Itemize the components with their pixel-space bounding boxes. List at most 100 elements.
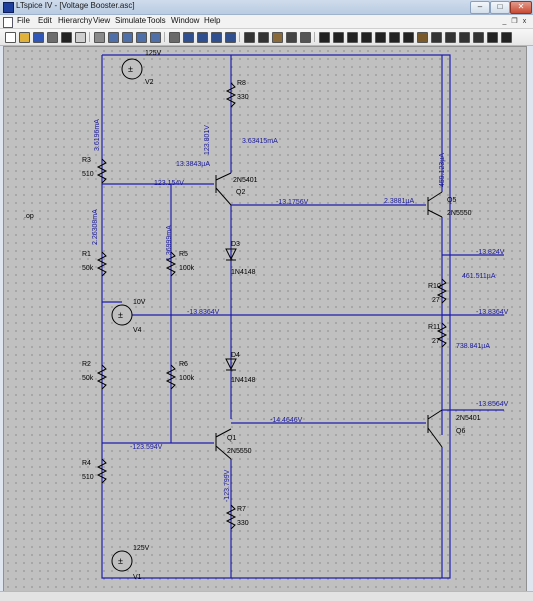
mdi-minimize-button[interactable]: _: [502, 18, 507, 25]
halt-icon: [74, 31, 86, 43]
open-button[interactable]: [18, 31, 30, 43]
r1-value: 50k: [82, 265, 94, 272]
autorange-button[interactable]: [168, 31, 180, 43]
minimize-button[interactable]: –: [470, 1, 490, 14]
zoom-pan-button[interactable]: [121, 31, 133, 43]
cascade-button[interactable]: [210, 31, 222, 43]
tile-horizontal-button[interactable]: [182, 31, 194, 43]
tile-vertical-button[interactable]: [196, 31, 208, 43]
zoom-fit-button[interactable]: [149, 31, 161, 43]
menu-bar: File Edit Hierarchy View Simulate Tools …: [0, 15, 533, 29]
title-bar: LTspice IV - [Voltage Booster.asc] – □ ✕: [0, 0, 533, 15]
menu-view[interactable]: View: [93, 16, 111, 25]
r2-value: 50k: [82, 375, 94, 382]
r11-ref: R11: [428, 324, 441, 331]
toolbar-separator: [314, 32, 315, 42]
document-icon[interactable]: [3, 17, 13, 28]
current-label: 13.3843µA: [176, 161, 211, 168]
menu-tools[interactable]: Tools: [147, 16, 166, 25]
menu-edit[interactable]: Edit: [38, 16, 52, 25]
r3-value: 510: [82, 171, 94, 178]
drag-button[interactable]: [444, 31, 456, 43]
spice-directive-icon: [500, 31, 512, 43]
autorange-icon: [168, 31, 180, 43]
undo-button[interactable]: [458, 31, 470, 43]
halt-button[interactable]: [74, 31, 86, 43]
print-button[interactable]: [299, 31, 311, 43]
r5-ref: R5: [179, 251, 188, 258]
menu-simulate[interactable]: Simulate: [115, 16, 147, 25]
mdi-restore-button[interactable]: ❐: [511, 18, 518, 25]
zoom-out-button[interactable]: [135, 31, 147, 43]
component-button[interactable]: [416, 31, 428, 43]
control-panel-icon: [46, 31, 58, 43]
menu-window[interactable]: Window: [171, 16, 200, 25]
q5-ref: Q5: [447, 197, 457, 204]
node-voltage-label: 459.123µA: [439, 152, 446, 187]
find-button[interactable]: [285, 31, 297, 43]
tile-horizontal-icon: [182, 31, 194, 43]
paste-button[interactable]: [271, 31, 283, 43]
d4-model: 1N4148: [231, 377, 256, 384]
v4-symbol: [111, 304, 133, 326]
copy-button[interactable]: [257, 31, 269, 43]
redo-button[interactable]: [472, 31, 484, 43]
ground-button[interactable]: [332, 31, 344, 43]
menu-file[interactable]: File: [17, 16, 30, 25]
r4-symbol: [96, 458, 108, 484]
run-button[interactable]: [60, 31, 72, 43]
close-all-icon: [224, 31, 236, 43]
control-panel-button[interactable]: [46, 31, 58, 43]
mdi-close-button[interactable]: x: [522, 18, 527, 25]
r6-value: 100k: [179, 375, 195, 382]
ltspice-app-icon[interactable]: [3, 2, 14, 13]
q6-emitter: [427, 409, 443, 420]
diode-button[interactable]: [402, 31, 414, 43]
schematic-canvas[interactable]: ± ± ±: [3, 46, 527, 592]
cascade-icon: [210, 31, 222, 43]
zoom-in-button[interactable]: [107, 31, 119, 43]
window-title: LTspice IV - [Voltage Booster.asc]: [16, 1, 135, 10]
spice-directive[interactable]: .op: [24, 213, 34, 220]
text-button[interactable]: [486, 31, 498, 43]
copy-icon: [257, 31, 269, 43]
component-group: ± ± ±: [96, 58, 448, 572]
v2-ref: V2: [145, 79, 154, 86]
spice-directive-button[interactable]: [500, 31, 512, 43]
q2-model: 2N5401: [233, 177, 258, 184]
v1-plus-minus-icon: ±: [118, 556, 123, 566]
print-icon: [299, 31, 311, 43]
text-icon: [486, 31, 498, 43]
close-all-button[interactable]: [224, 31, 236, 43]
r1-symbol: [96, 251, 108, 277]
node-voltage-label: -13.8364V: [476, 309, 509, 316]
close-button[interactable]: ✕: [510, 1, 532, 14]
inductor-button[interactable]: [388, 31, 400, 43]
r11-symbol: [436, 322, 448, 348]
r6-symbol: [165, 364, 177, 390]
r4-ref: R4: [82, 460, 91, 467]
pan-button[interactable]: [93, 31, 105, 43]
r6-ref: R6: [179, 361, 188, 368]
maximize-button[interactable]: □: [490, 1, 510, 14]
q6-collector: [427, 427, 443, 448]
label-net-button[interactable]: [346, 31, 358, 43]
undo-icon: [458, 31, 470, 43]
menu-hierarchy[interactable]: Hierarchy: [58, 16, 93, 25]
cut-button[interactable]: [243, 31, 255, 43]
save-button[interactable]: [32, 31, 44, 43]
capacitor-button[interactable]: [374, 31, 386, 43]
save-icon: [32, 31, 44, 43]
q1-ref: Q1: [227, 435, 237, 442]
new-schematic-button[interactable]: [4, 31, 16, 43]
r7-ref: R7: [237, 506, 246, 513]
run-icon: [60, 31, 72, 43]
resistor-button[interactable]: [360, 31, 372, 43]
v1-value: 125V: [133, 545, 150, 552]
move-button[interactable]: [430, 31, 442, 43]
v1-symbol: [111, 550, 133, 572]
r2-symbol: [96, 364, 108, 390]
wire-button[interactable]: [318, 31, 330, 43]
menu-help[interactable]: Help: [204, 16, 221, 25]
current-label: 2.3881µA: [384, 198, 415, 205]
